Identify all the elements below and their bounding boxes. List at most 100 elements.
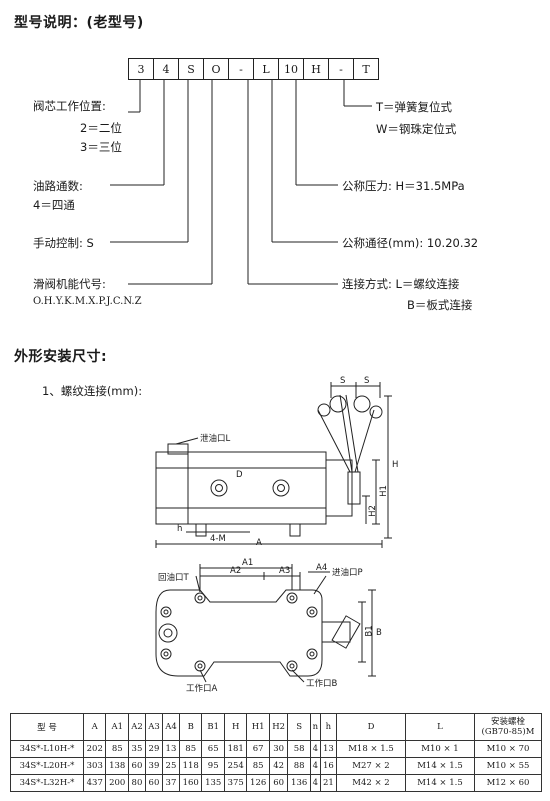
label-dim-s1: S — [340, 376, 346, 386]
table-cell: 85 — [246, 757, 270, 775]
table-cell: 29 — [144, 740, 163, 758]
table-header-cell: S — [287, 713, 311, 741]
table-header-cell: D — [336, 713, 406, 741]
table-cell: 85 — [178, 740, 203, 758]
label-oil-passages: 油路通数: — [33, 179, 83, 193]
table-cell: 85 — [105, 740, 129, 758]
table-cell: 136 — [287, 774, 311, 792]
table-cell: 138 — [105, 757, 129, 775]
table-cell: 4 — [309, 757, 321, 775]
label-oil-passages-4: 4＝四通 — [33, 198, 75, 212]
code-cell: O — [204, 59, 229, 79]
label-dim-h-small: h — [177, 524, 183, 534]
label-slide-function: 滑阀机能代号: — [33, 277, 106, 291]
table-cell: 95 — [201, 757, 225, 775]
label-function-codes: O.H.Y.K.M.X.P.J.C.N.Z — [33, 296, 142, 307]
table-cell: M10 × 1 — [405, 740, 475, 758]
label-dim-d: D — [236, 470, 243, 480]
table-header-cell: 安装螺栓 (GB70-85)M — [474, 713, 542, 741]
table-cell: 13 — [161, 740, 180, 758]
table-cell: 126 — [246, 774, 270, 792]
model-code-box: 3 4 S O - L 10 H - T — [128, 58, 379, 80]
table-cell: 202 — [82, 740, 107, 758]
table-header-cell: A2 — [127, 713, 146, 741]
label-dim-h: H — [392, 460, 399, 470]
table-cell: 58 — [287, 740, 311, 758]
table-cell: M42 × 2 — [336, 774, 406, 792]
label-connection-plate: B＝板式连接 — [407, 298, 473, 312]
table-cell: 135 — [201, 774, 225, 792]
table-cell: 118 — [178, 757, 203, 775]
label-work-port-a: 工作口A — [186, 684, 218, 694]
table-header-cell: A1 — [105, 713, 129, 741]
label-valve-position-2: 2＝二位 — [80, 121, 122, 135]
table-cell: 4 — [309, 740, 321, 758]
label-valve-position: 阀芯工作位置: — [33, 99, 106, 113]
table-cell: 34S*-L32H-* — [10, 774, 84, 792]
table-cell: 160 — [178, 774, 203, 792]
label-dim-a2: A2 — [230, 566, 242, 576]
table-cell: 13 — [319, 740, 338, 758]
table-header-cell: A4 — [161, 713, 180, 741]
table-header-cell: h — [319, 713, 338, 741]
spec-table: 型 号 A A1 A2 A3 A4 B B1 H H1 H2 S n h D L… — [10, 713, 542, 792]
table-header-cell: A — [82, 713, 107, 741]
table-cell: M14 × 1.5 — [405, 757, 475, 775]
label-dim-b: B — [376, 628, 382, 638]
table-cell: 375 — [223, 774, 248, 792]
table-cell: 34S*-L10H-* — [10, 740, 84, 758]
label-inlet-port: 进油口P — [332, 568, 363, 578]
table-header-cell: n — [309, 713, 321, 741]
table-cell: 30 — [268, 740, 289, 758]
table-header-row: 型 号 A A1 A2 A3 A4 B B1 H H1 H2 S n h D L… — [10, 713, 542, 741]
table-cell: 67 — [246, 740, 270, 758]
table-cell: 88 — [287, 757, 311, 775]
section-title-model: 型号说明：(老型号) — [14, 15, 144, 31]
table-cell: 60 — [144, 774, 163, 792]
table-cell: 25 — [161, 757, 180, 775]
label-dim-a3: A3 — [279, 566, 291, 576]
table-header-cell: 型 号 — [10, 713, 84, 741]
table-cell: 42 — [268, 757, 289, 775]
table-cell: 34S*-L20H-* — [10, 757, 84, 775]
table-cell: M12 × 60 — [474, 774, 542, 792]
label-work-port-b: 工作口B — [306, 679, 338, 689]
table-cell: 35 — [127, 740, 146, 758]
table-cell: 254 — [223, 757, 248, 775]
code-cell: T — [362, 62, 370, 76]
table-cell: 16 — [319, 757, 338, 775]
label-dim-s2: S — [364, 376, 370, 386]
table-cell: 181 — [223, 740, 248, 758]
code-cell: L — [254, 59, 279, 79]
label-dim-4m: 4-M — [210, 534, 226, 544]
table-header-cell: H — [223, 713, 248, 741]
table-header-cell: B1 — [201, 713, 225, 741]
label-return-port: 回油口T — [158, 573, 189, 583]
label-connection-type: 连接方式: L＝螺纹连接 — [342, 277, 460, 291]
code-cell: 3 — [129, 59, 154, 79]
label-dim-h1: H1 — [378, 485, 389, 497]
table-cell: 65 — [201, 740, 225, 758]
table-header-cell: A3 — [144, 713, 163, 741]
table-cell: M10 × 55 — [474, 757, 542, 775]
label-manual-control: 手动控制: S — [33, 236, 94, 250]
label-dim-h2: H2 — [367, 505, 378, 517]
label-dim-a4: A4 — [316, 563, 328, 573]
label-dim-a1: A1 — [242, 558, 254, 568]
section-title-dimensions: 外形安装尺寸: — [14, 349, 108, 365]
label-dim-a: A — [256, 538, 262, 548]
code-cell: 4 — [154, 59, 179, 79]
table-cell: 37 — [161, 774, 180, 792]
table-cell: 200 — [105, 774, 129, 792]
table-cell: 437 — [82, 774, 107, 792]
label-ball-detent: W＝钢珠定位式 — [376, 122, 457, 136]
table-cell: 60 — [268, 774, 289, 792]
code-cell: - — [229, 59, 254, 79]
label-nominal-diameter: 公称通径(mm): 10.20.32 — [342, 236, 479, 250]
table-header-cell: B — [178, 713, 203, 741]
table-cell: M18 × 1.5 — [336, 740, 406, 758]
